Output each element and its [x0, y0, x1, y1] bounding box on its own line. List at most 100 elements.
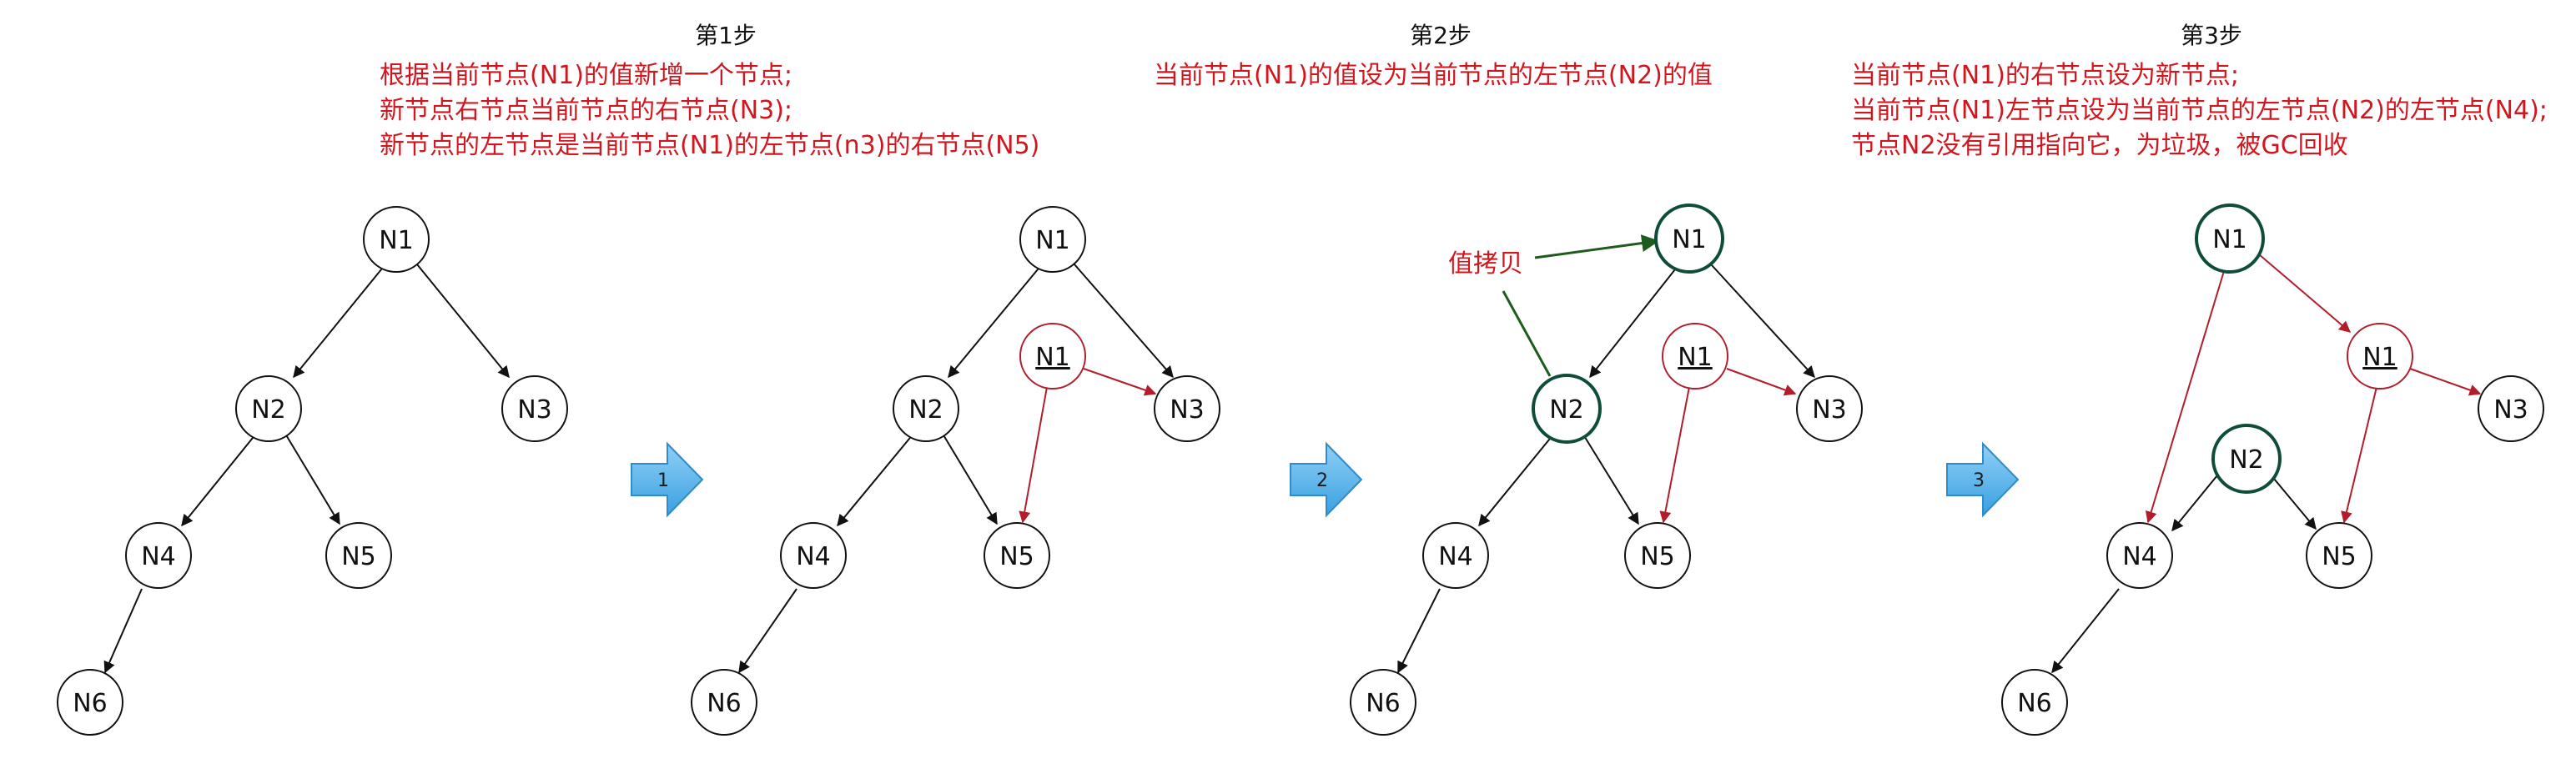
- value-copy-label: 值拷贝: [1448, 249, 1523, 279]
- node-n2-label: N2: [1549, 395, 1584, 425]
- node-n3: [2478, 375, 2544, 442]
- node-n4: [125, 522, 192, 589]
- node-n5: [2306, 522, 2372, 589]
- node-n6: [1350, 669, 1416, 736]
- step-1-line-2: 新节点右节点当前节点的右节点(N3);: [380, 96, 792, 125]
- node-n3: [1154, 375, 1220, 442]
- edge-n4-n6: [103, 588, 143, 674]
- transition-number-2: 2: [1316, 470, 1328, 491]
- edge-n2-n5: [1582, 434, 1639, 525]
- node-n5-label: N5: [1640, 542, 1675, 571]
- edge-n1-n2: [293, 264, 386, 379]
- node-n4: [780, 522, 847, 589]
- node-n1: [363, 206, 430, 273]
- transition-arrow-3: 3: [1946, 441, 2020, 518]
- edge-n2-n4: [837, 433, 914, 527]
- node-n5-label: N5: [341, 542, 376, 571]
- node-new-n1: [1662, 323, 1728, 390]
- node-n1-label: N1: [2212, 225, 2247, 254]
- tree-initial: N1 N2 N3 N4 N5 N6: [57, 206, 568, 736]
- edge-new-n1-n3: [1083, 368, 1157, 396]
- step-3-title: 第3步: [2181, 22, 2242, 49]
- step-1-line-3: 新节点的左节点是当前节点(N1)的左节点(n3)的右节点(N5): [380, 131, 1039, 160]
- edge-new-n1-n5: [1659, 386, 1690, 524]
- node-n6: [2001, 669, 2068, 736]
- node-n4: [2106, 522, 2173, 589]
- node-n6: [57, 669, 123, 736]
- edge-n4-n6: [1397, 588, 1441, 674]
- node-n2: [1532, 374, 1602, 444]
- edge-n1-n2: [948, 264, 1043, 379]
- edge-n1-new-n1: [2258, 254, 2352, 333]
- node-n1: [2195, 204, 2265, 274]
- tree-step-3: N1 N1 N2 N3 N4 N5 N6: [2001, 204, 2544, 736]
- node-n5: [984, 522, 1050, 589]
- edge-n4-n6: [2051, 588, 2120, 674]
- step-1-title: 第1步: [695, 22, 757, 49]
- tree-step-2: 值拷贝 N1 N1 N2 N3 N4 N5 N6: [1350, 204, 1863, 736]
- node-n6-label: N6: [1366, 689, 1401, 718]
- tree-step-1: N1 N1 N2 N3 N4 N5 N6: [691, 206, 1220, 736]
- node-n3-label: N3: [517, 395, 552, 425]
- node-new-n1-label: N1: [1678, 343, 1713, 372]
- node-n1-label: N1: [1035, 226, 1070, 255]
- edge-n2-n5: [2273, 478, 2317, 530]
- node-new-n1-label: N1: [2362, 343, 2397, 372]
- node-n1: [1654, 204, 1724, 274]
- node-n6: [691, 669, 757, 736]
- value-copy-arrow: [1534, 234, 1660, 259]
- edge-new-n1-n5: [2341, 386, 2377, 524]
- edge-n2-n5: [942, 433, 998, 525]
- node-n3: [1796, 375, 1863, 442]
- edge-n1-n3: [1711, 264, 1815, 379]
- node-n5-label: N5: [2322, 542, 2357, 571]
- node-n3-label: N3: [1812, 395, 1847, 425]
- node-n2: [893, 375, 959, 442]
- node-n3: [501, 375, 568, 442]
- node-n3-label: N3: [1170, 395, 1205, 425]
- node-n2-label: N2: [908, 395, 943, 425]
- node-n2: [235, 375, 302, 442]
- edge-n4-n6: [738, 588, 797, 674]
- transition-arrow-2: 2: [1290, 441, 1363, 518]
- step-3-line-1: 当前节点(N1)的右节点设为新节点;: [1851, 61, 2239, 90]
- node-n5: [325, 522, 392, 589]
- edge-n1-n4: [2145, 270, 2225, 524]
- node-n4-label: N4: [141, 542, 176, 571]
- node-n2-label: N2: [2229, 445, 2264, 475]
- step-3-line-3: 节点N2没有引用指向它，为垃圾，被GC回收: [1851, 131, 2348, 160]
- node-n6-label: N6: [73, 689, 108, 718]
- node-n1: [1019, 206, 1086, 273]
- node-n4-label: N4: [796, 542, 831, 571]
- step-3-line-2: 当前节点(N1)左节点设为当前节点的左节点(N2)的左节点(N4);: [1851, 96, 2548, 125]
- edge-new-n1-n3: [2409, 368, 2482, 396]
- node-n4-label: N4: [2122, 542, 2157, 571]
- step-2-line-1: 当前节点(N1)的值设为当前节点的左节点(N2)的值: [1154, 61, 1713, 90]
- edge-n2-n4: [1478, 434, 1554, 527]
- node-n4-label: N4: [1438, 542, 1473, 571]
- node-n1-label: N1: [1672, 225, 1707, 254]
- node-n1-label: N1: [379, 226, 414, 255]
- edge-new-n1-n5: [1019, 386, 1048, 524]
- edge-n2-n4: [181, 433, 257, 527]
- node-n2: [2211, 424, 2282, 494]
- node-n2-label: N2: [251, 395, 286, 425]
- step-1-line-1: 根据当前节点(N1)的值新增一个节点;: [380, 61, 792, 90]
- node-n5: [1624, 522, 1691, 589]
- edge-n1-n2: [1589, 264, 1679, 379]
- node-n6-label: N6: [707, 689, 742, 718]
- transition-arrow-1: 1: [631, 441, 704, 518]
- node-new-n1-label: N1: [1035, 343, 1070, 372]
- step-2-title: 第2步: [1410, 22, 1472, 49]
- edge-new-n1-n3: [1726, 368, 1797, 396]
- edge-n1-n3: [416, 264, 510, 379]
- node-n4: [1422, 522, 1489, 589]
- transition-number-1: 1: [657, 470, 669, 491]
- edge-n2-n5: [284, 433, 340, 525]
- transition-number-3: 3: [1973, 470, 1985, 491]
- node-n6-label: N6: [2017, 689, 2052, 718]
- node-n5-label: N5: [999, 542, 1034, 571]
- node-n3-label: N3: [2493, 395, 2528, 425]
- node-new-n1: [2347, 323, 2413, 390]
